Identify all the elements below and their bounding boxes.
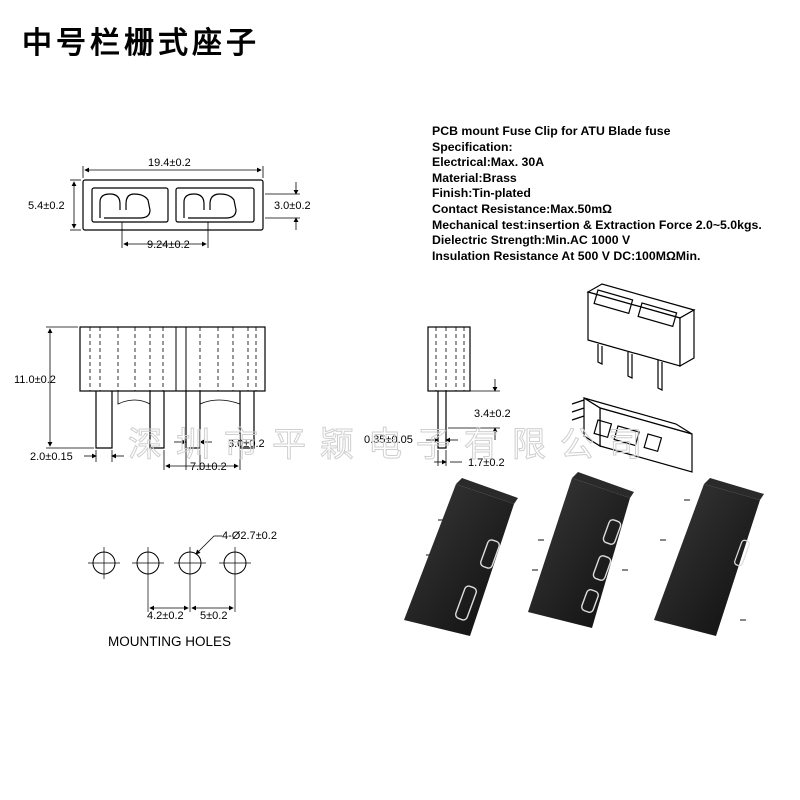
- product-photo-3: [654, 478, 764, 636]
- spec-line: Electrical:Max. 30A: [432, 155, 545, 170]
- product-photo-2: [528, 472, 634, 628]
- dim-hole-pitch-a: 4.2±0.2: [147, 610, 184, 622]
- spec-line: Finish:Tin-plated: [432, 186, 531, 201]
- isometric-view-upright: [586, 283, 696, 391]
- spec-line: Mechanical test:insertion & Extraction F…: [432, 217, 762, 232]
- specification-block: PCB mount Fuse Clip for ATU Blade fuse S…: [432, 124, 762, 264]
- top-view: [70, 166, 300, 248]
- product-photo-1: [404, 478, 518, 636]
- mounting-holes: [88, 535, 251, 612]
- dim-hole-diameter: 4-Ø2.7±0.2: [222, 530, 277, 542]
- dim-side-pin-height: 3.4±0.2: [474, 408, 511, 420]
- dim-front-pitch: 7.0±0.2: [190, 461, 227, 473]
- spec-line: Dielectric Strength:Min.AC 1000 V: [432, 233, 631, 248]
- isometric-view-flat: [571, 396, 693, 473]
- spec-line: Specification:: [432, 139, 513, 154]
- mounting-holes-caption: MOUNTING HOLES: [108, 634, 232, 649]
- front-view: [46, 326, 266, 470]
- dim-top-width: 19.4±0.2: [148, 157, 191, 169]
- dim-top-pitch: 9.24±0.2: [147, 239, 190, 251]
- dim-side-thickness: 0.35±0.05: [364, 434, 413, 446]
- side-view: [426, 326, 500, 466]
- dim-top-slot: 3.0±0.2: [274, 200, 311, 212]
- spec-line: Material:Brass: [432, 170, 517, 185]
- dim-front-slot: 3.0±0.2: [228, 438, 265, 450]
- dim-front-pin-width: 2.0±0.15: [30, 451, 73, 463]
- watermark-text: 深圳市平颖电子有限公司: [128, 425, 656, 465]
- spec-line: Contact Resistance:Max.50mΩ: [432, 201, 613, 216]
- dim-side-width: 1.7±0.2: [468, 457, 505, 469]
- dim-top-height: 5.4±0.2: [28, 200, 65, 212]
- page-title: 中号栏栅式座子: [22, 26, 260, 61]
- spec-line: PCB mount Fuse Clip for ATU Blade fuse: [432, 124, 671, 138]
- dim-front-height: 11.0±0.2: [14, 374, 56, 386]
- dim-hole-pitch-b: 5±0.2: [200, 610, 227, 622]
- spec-line: Insulation Resistance At 500 V DC:100MΩM…: [432, 248, 701, 263]
